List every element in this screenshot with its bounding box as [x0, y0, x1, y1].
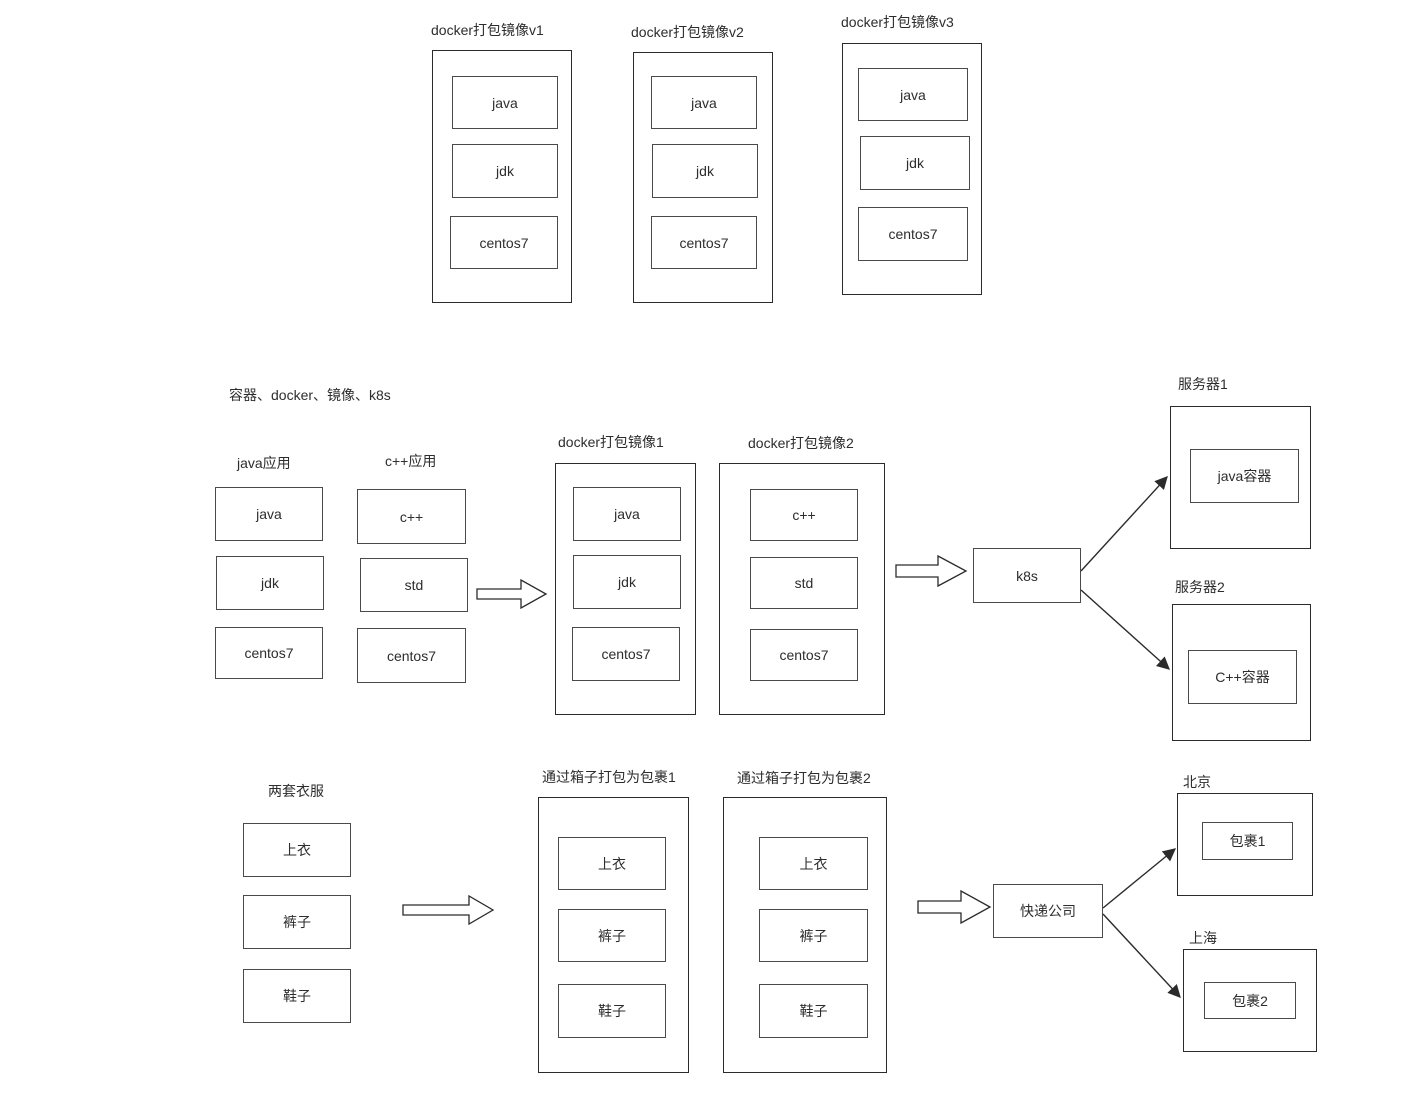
cpp-container-box: C++容器: [1188, 650, 1297, 704]
image2-centos7-box: centos7: [750, 629, 858, 681]
arrow-k8s-to-server2: [1080, 589, 1170, 670]
java-app-jdk-box: jdk: [216, 556, 324, 610]
parcel1-box: 包裹1: [1202, 822, 1293, 860]
parcel2-box: 包裹2: [1204, 982, 1296, 1019]
clothes-label: 两套衣服: [268, 783, 324, 799]
shanghai-label: 上海: [1189, 930, 1217, 946]
v3-java-box: java: [858, 68, 968, 121]
pkg1-shoes-box: 鞋子: [558, 984, 666, 1038]
image1-centos7-box: centos7: [572, 627, 680, 681]
block-arrow-packages-to-courier: [917, 889, 992, 925]
docker-image-v2-label: docker打包镜像v2: [631, 24, 744, 40]
pkg1-pants-box: 裤子: [558, 909, 666, 962]
beijing-label: 北京: [1183, 774, 1211, 790]
image2-std-box: std: [750, 557, 858, 609]
v1-centos7-box: centos7: [450, 216, 558, 269]
section-title: 容器、docker、镜像、k8s: [229, 387, 391, 403]
v1-java-box: java: [452, 76, 558, 129]
server1-label: 服务器1: [1178, 376, 1228, 392]
clothes-pants-box: 裤子: [243, 895, 351, 949]
arrow-k8s-to-server1: [1080, 476, 1168, 572]
block-arrow-clothes-to-packages: [402, 894, 495, 926]
image1-jdk-box: jdk: [573, 555, 681, 609]
cpp-app-cpp-box: c++: [357, 489, 466, 544]
java-container-box: java容器: [1190, 449, 1299, 503]
block-arrow-images-to-k8s: [895, 554, 968, 588]
v2-centos7-box: centos7: [651, 216, 757, 269]
pkg2-top-box: 上衣: [759, 837, 868, 890]
v2-jdk-box: jdk: [652, 144, 758, 198]
docker-image-2-label: docker打包镜像2: [748, 435, 854, 451]
pkg2-pants-box: 裤子: [759, 909, 868, 962]
cpp-app-std-box: std: [360, 558, 468, 612]
pkg1-top-box: 上衣: [558, 837, 666, 890]
java-app-label: java应用: [237, 455, 291, 471]
docker-image-1-label: docker打包镜像1: [558, 434, 664, 450]
docker-image-v3-label: docker打包镜像v3: [841, 14, 954, 30]
v3-jdk-box: jdk: [860, 136, 970, 190]
k8s-box: k8s: [973, 548, 1081, 603]
cpp-app-centos7-box: centos7: [357, 628, 466, 683]
arrow-courier-to-beijing: [1102, 848, 1177, 909]
v2-java-box: java: [651, 76, 757, 129]
cpp-app-label: c++应用: [385, 453, 437, 469]
image2-cpp-box: c++: [750, 489, 858, 541]
clothes-shoes-box: 鞋子: [243, 969, 351, 1023]
package2-label: 通过箱子打包为包裹2: [737, 770, 871, 786]
image1-java-box: java: [573, 487, 681, 541]
server2-label: 服务器2: [1175, 579, 1225, 595]
v1-jdk-box: jdk: [452, 144, 558, 198]
clothes-top-box: 上衣: [243, 823, 351, 877]
arrow-courier-to-shanghai: [1102, 913, 1181, 998]
v3-centos7-box: centos7: [858, 207, 968, 261]
pkg2-shoes-box: 鞋子: [759, 984, 868, 1038]
java-app-java-box: java: [215, 487, 323, 541]
java-app-centos7-box: centos7: [215, 627, 323, 679]
package1-label: 通过箱子打包为包裹1: [542, 769, 676, 785]
docker-image-v1-label: docker打包镜像v1: [431, 22, 544, 38]
courier-box: 快递公司: [993, 884, 1103, 938]
block-arrow-apps-to-images: [476, 578, 548, 610]
